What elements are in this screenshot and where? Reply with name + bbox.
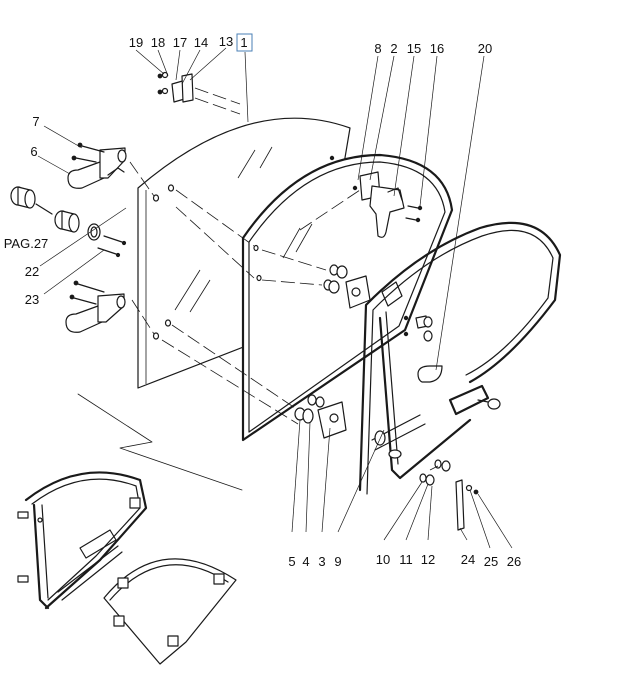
callout-9[interactable]: 9 bbox=[334, 554, 341, 569]
inset-glass-panel bbox=[103, 558, 237, 665]
callout-12[interactable]: 12 bbox=[421, 552, 435, 567]
callout-pag-27[interactable]: PAG.27 bbox=[4, 236, 49, 251]
tubular-guard-frame bbox=[358, 221, 562, 495]
callout-22[interactable]: 22 bbox=[25, 264, 39, 279]
callout-24[interactable]: 24 bbox=[461, 552, 475, 567]
lower-pivot-hardware bbox=[294, 394, 347, 439]
latch-assembly bbox=[329, 155, 423, 238]
callout-4[interactable]: 4 bbox=[302, 554, 309, 569]
callout-13[interactable]: 13 bbox=[219, 34, 233, 49]
callout-15[interactable]: 15 bbox=[407, 41, 421, 56]
callout-7[interactable]: 7 bbox=[32, 114, 39, 129]
callout-17[interactable]: 17 bbox=[173, 35, 187, 50]
lower-hinge-assembly bbox=[65, 280, 126, 333]
callout-3[interactable]: 3 bbox=[318, 554, 325, 569]
callout-18[interactable]: 18 bbox=[151, 35, 165, 50]
callout-23[interactable]: 23 bbox=[25, 292, 39, 307]
upper-hinge-assembly bbox=[67, 142, 127, 189]
callout-11[interactable]: 11 bbox=[399, 552, 413, 567]
callout-25[interactable]: 25 bbox=[484, 554, 498, 569]
callout-16[interactable]: 16 bbox=[430, 41, 444, 56]
callout-10[interactable]: 10 bbox=[376, 552, 390, 567]
callout-2[interactable]: 2 bbox=[390, 41, 397, 56]
inset-assembled-frame bbox=[17, 471, 148, 610]
callout-20[interactable]: 20 bbox=[478, 41, 492, 56]
callout-labels: 1 19 18 17 14 13 8 2 15 16 20 7 6 PAG.27… bbox=[4, 33, 521, 569]
highlighted-callout-box bbox=[236, 33, 253, 52]
callout-1[interactable]: 1 bbox=[240, 35, 247, 50]
top-clamp-hardware bbox=[157, 71, 194, 103]
pivot-bushing-assembly bbox=[10, 186, 127, 258]
assembly-guide-lines bbox=[129, 87, 439, 471]
callout-leader-lines bbox=[37, 47, 513, 549]
callout-8[interactable]: 8 bbox=[374, 41, 381, 56]
door-frame-rear bbox=[241, 153, 454, 442]
callout-6[interactable]: 6 bbox=[30, 144, 37, 159]
callout-14[interactable]: 14 bbox=[194, 35, 208, 50]
callout-26[interactable]: 26 bbox=[507, 554, 521, 569]
callout-19[interactable]: 19 bbox=[129, 35, 143, 50]
callout-5[interactable]: 5 bbox=[288, 554, 295, 569]
right-lower-hardware bbox=[419, 459, 479, 531]
section-break-line bbox=[77, 393, 243, 491]
